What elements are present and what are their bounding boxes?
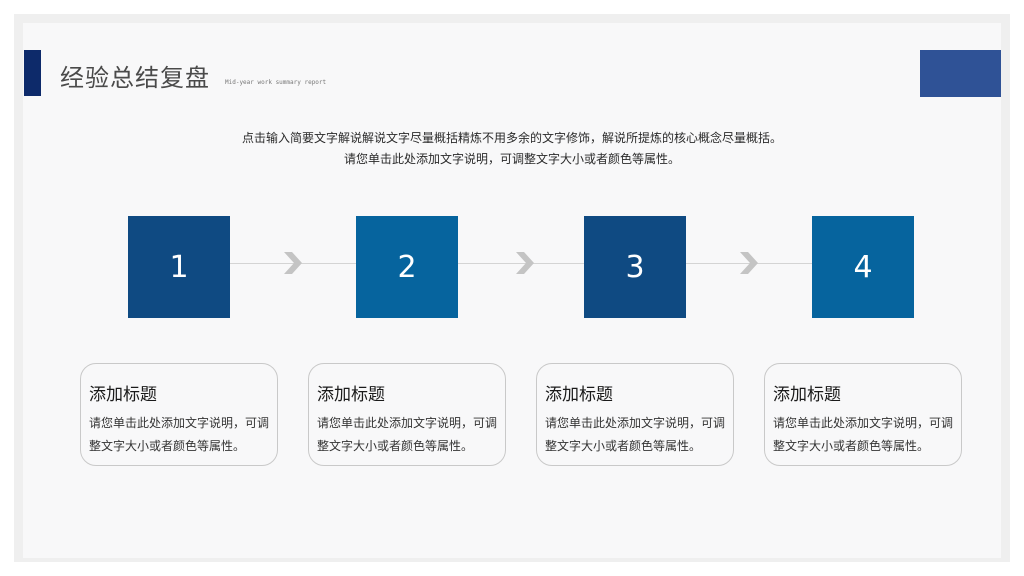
corner-decoration-block	[920, 50, 1001, 97]
step-card-3[interactable]: 添加标题 请您单击此处添加文字说明，可调整文字大小或者颜色等属性。	[536, 363, 734, 466]
step-box-1[interactable]: 1	[128, 216, 230, 318]
step-number: 4	[853, 249, 873, 285]
intro-text-box[interactable]: 点击输入简要文字解说解说文字尽量概括精炼不用多余的文字修饰，解说所提炼的核心概念…	[0, 128, 1024, 170]
card-description: 请您单击此处添加文字说明，可调整文字大小或者颜色等属性。	[773, 416, 954, 453]
chevron-right-icon	[740, 252, 758, 274]
intro-line-1: 点击输入简要文字解说解说文字尽量概括精炼不用多余的文字修饰，解说所提炼的核心概念…	[241, 131, 782, 145]
step-box-2[interactable]: 2	[356, 216, 458, 318]
step-number: 2	[397, 249, 417, 285]
connector-line-1	[230, 263, 356, 264]
connector-line-3	[686, 263, 812, 264]
step-card-4[interactable]: 添加标题 请您单击此处添加文字说明，可调整文字大小或者颜色等属性。	[764, 363, 962, 466]
step-card-1[interactable]: 添加标题 请您单击此处添加文字说明，可调整文字大小或者颜色等属性。	[80, 363, 278, 466]
step-number: 1	[169, 249, 189, 285]
connector-line-2	[458, 263, 584, 264]
intro-line-2: 请您单击此处添加文字说明，可调整文字大小或者颜色等属性。	[343, 152, 680, 166]
card-title: 添加标题	[89, 385, 157, 405]
step-number: 3	[625, 249, 645, 285]
title-accent-bar	[24, 50, 41, 96]
step-box-4[interactable]: 4	[812, 216, 914, 318]
step-box-3[interactable]: 3	[584, 216, 686, 318]
card-description: 请您单击此处添加文字说明，可调整文字大小或者颜色等属性。	[545, 416, 726, 453]
chevron-right-icon	[516, 252, 534, 274]
card-title: 添加标题	[317, 385, 385, 405]
card-title: 添加标题	[773, 385, 841, 405]
page-title[interactable]: 经验总结复盘	[60, 64, 210, 92]
card-description: 请您单击此处添加文字说明，可调整文字大小或者颜色等属性。	[89, 416, 270, 453]
card-description: 请您单击此处添加文字说明，可调整文字大小或者颜色等属性。	[317, 416, 498, 453]
page-subtitle[interactable]: Mid-year work summary report	[225, 79, 327, 86]
card-title: 添加标题	[545, 385, 613, 405]
step-card-2[interactable]: 添加标题 请您单击此处添加文字说明，可调整文字大小或者颜色等属性。	[308, 363, 506, 466]
chevron-right-icon	[284, 252, 302, 274]
